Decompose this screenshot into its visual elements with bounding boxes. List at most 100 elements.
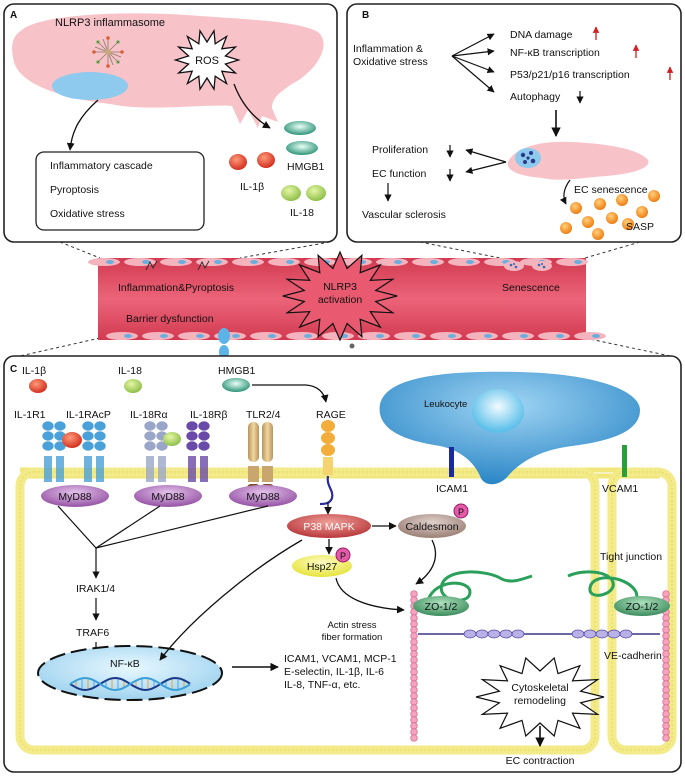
sasp-particle-icon <box>594 198 606 210</box>
cell-nucleus-icon <box>448 334 456 338</box>
panel-b-frame <box>346 3 682 243</box>
outcome-inflammatory-cascade: Inflammatory cascade <box>50 160 153 172</box>
pyroptotic-cell-icon <box>145 260 158 271</box>
panel-b: B Inflammation & Oxidative stress DNA da… <box>346 3 682 243</box>
sasp-particle-icon <box>582 216 594 228</box>
tight-junction-label: Tight junction <box>600 551 662 563</box>
bound-il1b-icon <box>62 432 82 448</box>
cell-nucleus-icon <box>214 260 222 264</box>
myd88-label-1: MyD88 <box>58 491 91 503</box>
vascular-sclerosis-label: Vascular sclerosis <box>362 209 446 221</box>
endothelial-cell-icon <box>376 258 408 266</box>
receptor-transmembrane-icon <box>158 456 166 482</box>
outcome-pyroptosis: Pyroptosis <box>50 184 99 196</box>
receptor-domain-icon <box>185 430 199 442</box>
myd88-adaptor-2 <box>134 485 202 507</box>
effect-p53-transcription: P53/p21/p16 transcription <box>510 69 630 81</box>
myd88-convergence-lines <box>57 505 269 579</box>
actin-filament-left <box>410 590 418 742</box>
il18-ligand-icon <box>124 379 142 393</box>
receptor-domain-icon <box>143 440 157 452</box>
nlrp3-activation-line2: activation <box>318 294 363 306</box>
nlrp3-activation-line1: NLRP3 <box>323 281 357 293</box>
panel-b-letter: B <box>362 10 369 21</box>
endothelial-cell-icon <box>250 332 282 340</box>
endothelial-cell-icon <box>448 258 480 266</box>
endothelial-cell-icon <box>538 332 570 340</box>
endothelial-cell-icon <box>106 332 138 340</box>
target-genes-line3: IL-8, TNF-α, etc. <box>284 679 360 691</box>
endothelial-cell-icon <box>142 332 174 340</box>
cell-nucleus-icon <box>592 334 600 338</box>
hmgb1-label: HMGB1 <box>287 161 325 173</box>
receptor-domain-icon <box>93 420 107 432</box>
leukocyte-nucleus <box>472 389 524 433</box>
zo-protein-left <box>413 596 469 616</box>
hmgb1-molecule-icon <box>286 141 318 155</box>
cell-nucleus-icon <box>520 334 528 338</box>
endothelial-cell-icon <box>556 258 588 266</box>
il1b-ligand-icon <box>29 379 47 393</box>
barrier-dysfunction-label: Barrier dysfunction <box>126 313 214 325</box>
cell-nucleus-icon <box>412 334 420 338</box>
arrow-inflammasome-to-outcomes <box>66 99 99 151</box>
endothelial-cell-icon <box>268 258 300 266</box>
actin-filament-right <box>662 590 670 742</box>
cell-nucleus-icon <box>484 334 492 338</box>
phospho-label: P <box>340 551 346 561</box>
pyroptotic-cell-icon <box>197 260 210 271</box>
receptor-domain-icon <box>143 420 157 432</box>
effect-dna-damage: DNA damage <box>510 29 573 41</box>
il18-label: IL-18 <box>290 207 314 219</box>
ligand-il1b-label: IL-1β <box>22 365 46 377</box>
cell-nucleus-icon <box>286 260 294 264</box>
sasp-particle-icon <box>560 222 572 234</box>
inflammation-pyroptosis-label: Inflammation&Pyroptosis <box>118 282 234 294</box>
receptor-domain-icon <box>41 430 55 442</box>
receptor-domain-icon <box>197 440 211 452</box>
panel-c-letter: C <box>10 364 17 375</box>
cell-nucleus-icon <box>304 334 312 338</box>
icam1-label: ICAM1 <box>436 483 468 495</box>
caldesmon-label: Caldesmon <box>405 521 458 533</box>
senescence-effect-arrows <box>465 148 507 174</box>
panel-a: A NLRP3 inflammasome ROS Inflammatory ca… <box>3 3 338 243</box>
cytoskeletal-burst-icon <box>475 656 605 738</box>
hsp27-label: Hsp27 <box>307 561 338 573</box>
caldesmon-node <box>398 514 466 538</box>
receptor-domain-icon <box>155 420 169 432</box>
endothelial-cell-icon <box>286 332 318 340</box>
myd88-label-2: MyD88 <box>151 491 184 503</box>
claudin-strand-left <box>426 570 533 602</box>
sasp-particle-icon <box>570 202 582 214</box>
proliferation-label: Proliferation <box>372 144 428 156</box>
sasp-particles-icon <box>560 190 660 240</box>
cell-nucleus-icon <box>574 260 582 264</box>
endothelial-cell-icon <box>574 332 606 340</box>
receptor-domain-icon <box>41 440 55 452</box>
effect-nfkb-transcription: NF-κB transcription <box>510 47 600 59</box>
cell-nucleus-icon <box>376 334 384 338</box>
zo-label-left: ZO-1/2 <box>425 601 458 613</box>
endothelial-cell-icon <box>502 332 534 340</box>
panel-a-nucleus <box>52 72 128 100</box>
nlrp3-activation-burst-icon <box>282 250 398 342</box>
il18-molecule-icon <box>306 185 326 201</box>
cell-nucleus-icon <box>160 334 168 338</box>
nfkb-label: NF-κB <box>110 658 140 670</box>
receptor-domain-icon <box>197 430 211 442</box>
phospho-label: P <box>458 507 464 517</box>
receptor-transmembrane-icon <box>188 456 196 482</box>
bound-il18-icon <box>163 432 181 446</box>
cyto-label-line2: remodeling <box>514 695 566 707</box>
zo-label-right: ZO-1/2 <box>626 601 659 613</box>
arrow-ros-to-hmgb1 <box>233 83 271 129</box>
receptor-domain-icon <box>41 420 55 432</box>
arrow-hmgb1-to-rage <box>252 384 329 403</box>
receptor-domain-icon <box>81 440 95 452</box>
receptor-domain-icon <box>93 430 107 442</box>
hmgb1-molecule-icon <box>284 121 316 135</box>
stress-label-line2: Oxidative stress <box>353 56 428 68</box>
receptor-domain-icon <box>81 420 95 432</box>
